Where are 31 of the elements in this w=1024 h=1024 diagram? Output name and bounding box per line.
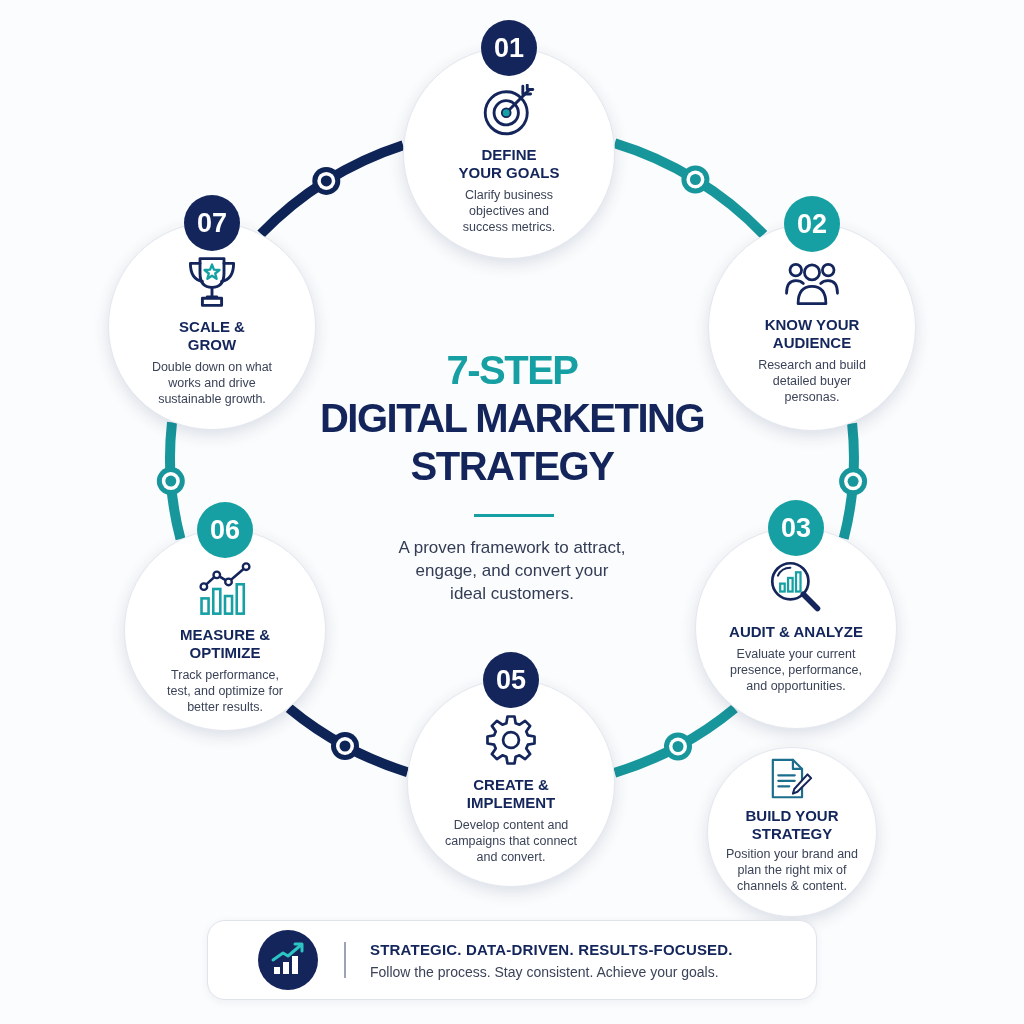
step-heading: BUILD YOUR STRATEGY (744, 807, 840, 843)
banner-panel (207, 920, 817, 1000)
step-description: Evaluate your current presence, performance, and opportunities. (729, 646, 863, 694)
banner-text: Follow the process. Stay consistent. Achieve your goals. (370, 963, 719, 981)
step-number-badge: 01 (481, 20, 537, 76)
step-description: Develop content and campaigns that connect and convert. (444, 817, 578, 865)
ring-connector (257, 140, 405, 238)
ring-connector (613, 138, 768, 239)
ring-connector (285, 704, 410, 777)
step-description: Clarify business objectives and success metrics. (461, 187, 557, 235)
step-number-badge: 07 (184, 195, 240, 251)
ring-connector (613, 704, 738, 778)
step-heading: SCALE & GROW (178, 318, 246, 354)
title: 7-STEP DIGITAL MARKETING STRATEGY (318, 347, 706, 490)
step-heading: DEFINE YOUR GOALS (458, 146, 560, 182)
ring-connector (838, 422, 859, 540)
step-number-badge: 06 (197, 502, 253, 558)
step-heading: CREATE & IMPLEMENT (465, 776, 557, 812)
step-description: Research and build detailed buyer personas. (757, 357, 867, 405)
step-heading: AUDIT & ANALYZE (728, 623, 864, 641)
step-number-badge: 02 (784, 196, 840, 252)
ring-connector (165, 421, 186, 541)
step-heading: KNOW YOUR AUDIENCE (763, 316, 861, 352)
step-number-badge: 03 (768, 500, 824, 556)
step-description: Track performance, test, and optimize for better results. (166, 667, 284, 715)
subtitle: A proven framework to attract, engage, and convert your ideal customers. (397, 537, 627, 605)
step-heading: MEASURE & OPTIMIZE (179, 626, 271, 662)
step-description: Double down on what works and drive sustainable growth. (150, 359, 274, 407)
step-description: Position your brand and plan the right mix of channels & content. (725, 846, 859, 894)
step-number-badge: 05 (483, 652, 539, 708)
banner-heading: STRATEGIC. DATA-DRIVEN. RESULTS-FOCUSED. (370, 941, 733, 959)
